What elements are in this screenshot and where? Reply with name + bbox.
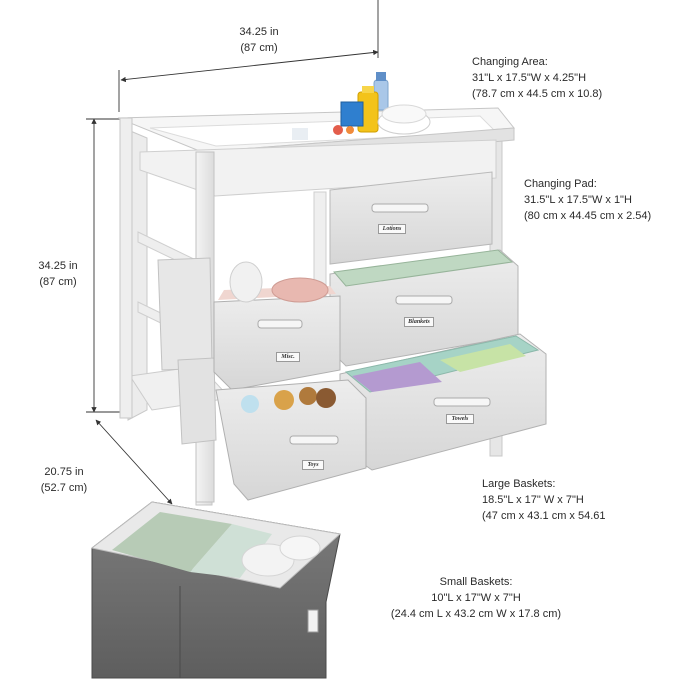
small-drawer-back: [157, 257, 217, 445]
changing-area-title: Changing Area:: [472, 56, 548, 68]
drawer-label-towels: Towels: [446, 414, 474, 424]
large-drawer-bottom[interactable]: [339, 333, 547, 471]
detached-small-basket: [90, 501, 342, 679]
changing-pad-line2: (80 cm x 44.45 cm x 2.54): [524, 210, 652, 222]
depth-inches: 20.75 in: [44, 466, 84, 478]
large-baskets-spec: Large Baskets: 18.5"L x 17" W x 7"H (47 …: [482, 476, 606, 524]
large-baskets-title: Large Baskets:: [482, 478, 556, 490]
small-baskets-line1: 10"L x 17"W x 7"H: [431, 592, 521, 604]
width-inches: 34.25 in: [239, 26, 279, 38]
depth-cm: (52.7 cm): [40, 482, 88, 494]
drawer-label-misc: Misc.: [276, 352, 300, 362]
width-cm: (87 cm): [240, 42, 278, 54]
large-drawer-middle[interactable]: [329, 249, 519, 367]
height-cm: (87 cm): [39, 276, 77, 288]
width-dimension-line: [118, 0, 379, 112]
large-baskets-line1: 18.5"L x 17" W x 7"H: [482, 494, 584, 506]
changing-pad-line1: 31.5"L x 17.5"W x 1"H: [524, 194, 632, 206]
small-drawer-top[interactable]: [213, 261, 341, 391]
small-baskets-line2: (24.4 cm L x 43.2 cm W x 17.8 cm): [390, 608, 562, 620]
height-inches: 34.25 in: [38, 260, 78, 272]
changing-area-spec: Changing Area: 31"L x 17.5"W x 4.25"H (7…: [472, 54, 602, 102]
depth-measurement: 20.75 in (52.7 cm): [34, 464, 94, 496]
large-drawer-top[interactable]: [329, 171, 493, 265]
changing-area-line2: (78.7 cm x 44.5 cm x 10.8): [472, 88, 603, 100]
changing-area-line1: 31"L x 17.5"W x 4.25"H: [472, 72, 587, 84]
small-drawer-bottom[interactable]: [215, 379, 367, 501]
changing-pad-title: Changing Pad:: [524, 178, 597, 190]
small-baskets-title: Small Baskets:: [439, 576, 513, 588]
depth-dimension-line: [95, 419, 173, 505]
baby-care-items: [333, 72, 431, 135]
height-measurement: 34.25 in (87 cm): [30, 258, 86, 290]
large-baskets-line2: (47 cm x 43.1 cm x 54.61: [482, 510, 606, 522]
changing-pad-spec: Changing Pad: 31.5"L x 17.5"W x 1"H (80 …: [524, 176, 651, 224]
drawer-label-lotions: Lotions: [378, 224, 406, 234]
drawer-label-toys: Toys: [302, 460, 324, 470]
drawer-label-blankets: Blankets: [404, 317, 434, 327]
small-baskets-spec: Small Baskets: 10"L x 17"W x 7"H (24.4 c…: [376, 574, 576, 622]
width-measurement: 34.25 in (87 cm): [224, 24, 294, 56]
